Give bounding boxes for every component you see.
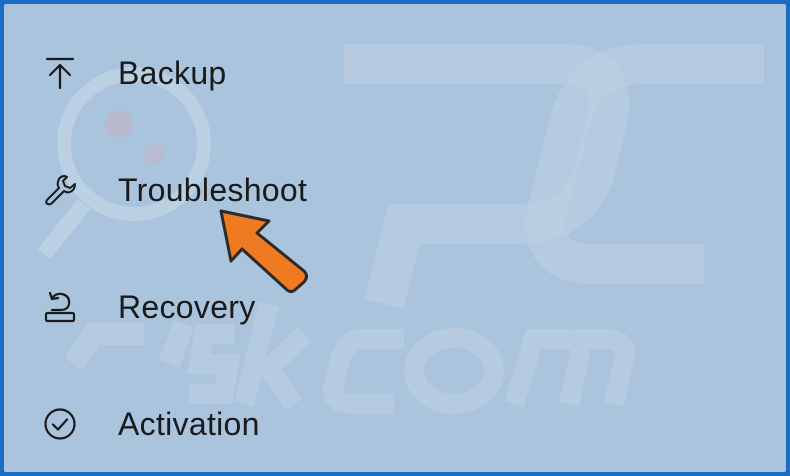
- menu-item-label: Recovery: [118, 288, 256, 325]
- menu-item-label: Backup: [118, 54, 227, 91]
- settings-menu: Backup Troubleshoot Recovery: [4, 4, 786, 472]
- menu-item-troubleshoot[interactable]: Troubleshoot: [34, 155, 534, 225]
- menu-item-label: Troubleshoot: [118, 171, 308, 208]
- menu-item-recovery[interactable]: Recovery: [34, 272, 534, 342]
- menu-item-activation[interactable]: Activation: [34, 389, 534, 459]
- recovery-icon: [40, 287, 80, 327]
- menu-item-label: Activation: [118, 405, 260, 442]
- wrench-icon: [40, 170, 80, 210]
- upload-arrow-icon: [40, 53, 80, 93]
- menu-item-backup[interactable]: Backup: [34, 38, 534, 108]
- checkmark-circle-icon: [40, 404, 80, 444]
